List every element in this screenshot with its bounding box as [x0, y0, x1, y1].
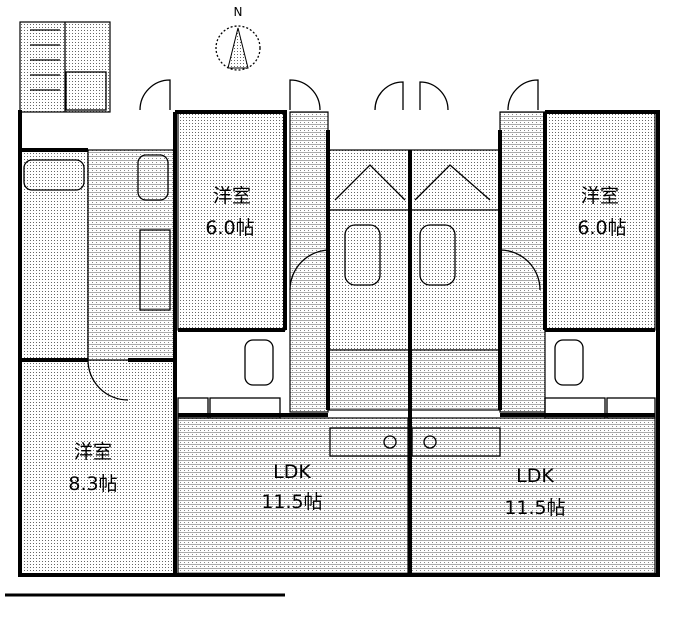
toilet-icon [137, 154, 169, 201]
kitchen-unit [139, 229, 171, 311]
west-bathroom-area [19, 149, 89, 361]
door-swings [87, 79, 541, 401]
compass-north-label: N [234, 5, 243, 19]
walls [18, 110, 660, 577]
ldk-left [177, 417, 409, 576]
east-bedroom-name: 洋室 [581, 185, 619, 207]
inner-stairs [327, 149, 501, 211]
exterior-stairs [19, 21, 111, 113]
north-compass-icon: N [215, 5, 261, 71]
toilet-icon [344, 224, 381, 286]
center-bedroom-size: 6.0帖 [205, 217, 254, 239]
west-bedroom [19, 359, 176, 576]
bathtub-icon [23, 159, 85, 191]
toilet-icon [419, 224, 456, 286]
ldk-right-name: LDK [516, 465, 554, 487]
inner-entry-area [327, 209, 501, 351]
ldk-right-size: 11.5帖 [504, 497, 565, 519]
center-bedroom-name: 洋室 [213, 185, 251, 207]
west-bedroom-name: 洋室 [74, 441, 112, 463]
toilet-icon [554, 339, 584, 386]
ldk-left-name: LDK [273, 461, 311, 483]
ldk-right [409, 417, 656, 576]
east-bedroom-size: 6.0帖 [577, 217, 626, 239]
west-hallway [87, 149, 176, 361]
ldk-left-size: 11.5帖 [261, 491, 322, 513]
west-bedroom-size: 8.3帖 [68, 473, 117, 495]
toilet-icon [244, 339, 274, 386]
center-right-hall [499, 111, 546, 413]
center-left-hall [289, 111, 329, 413]
